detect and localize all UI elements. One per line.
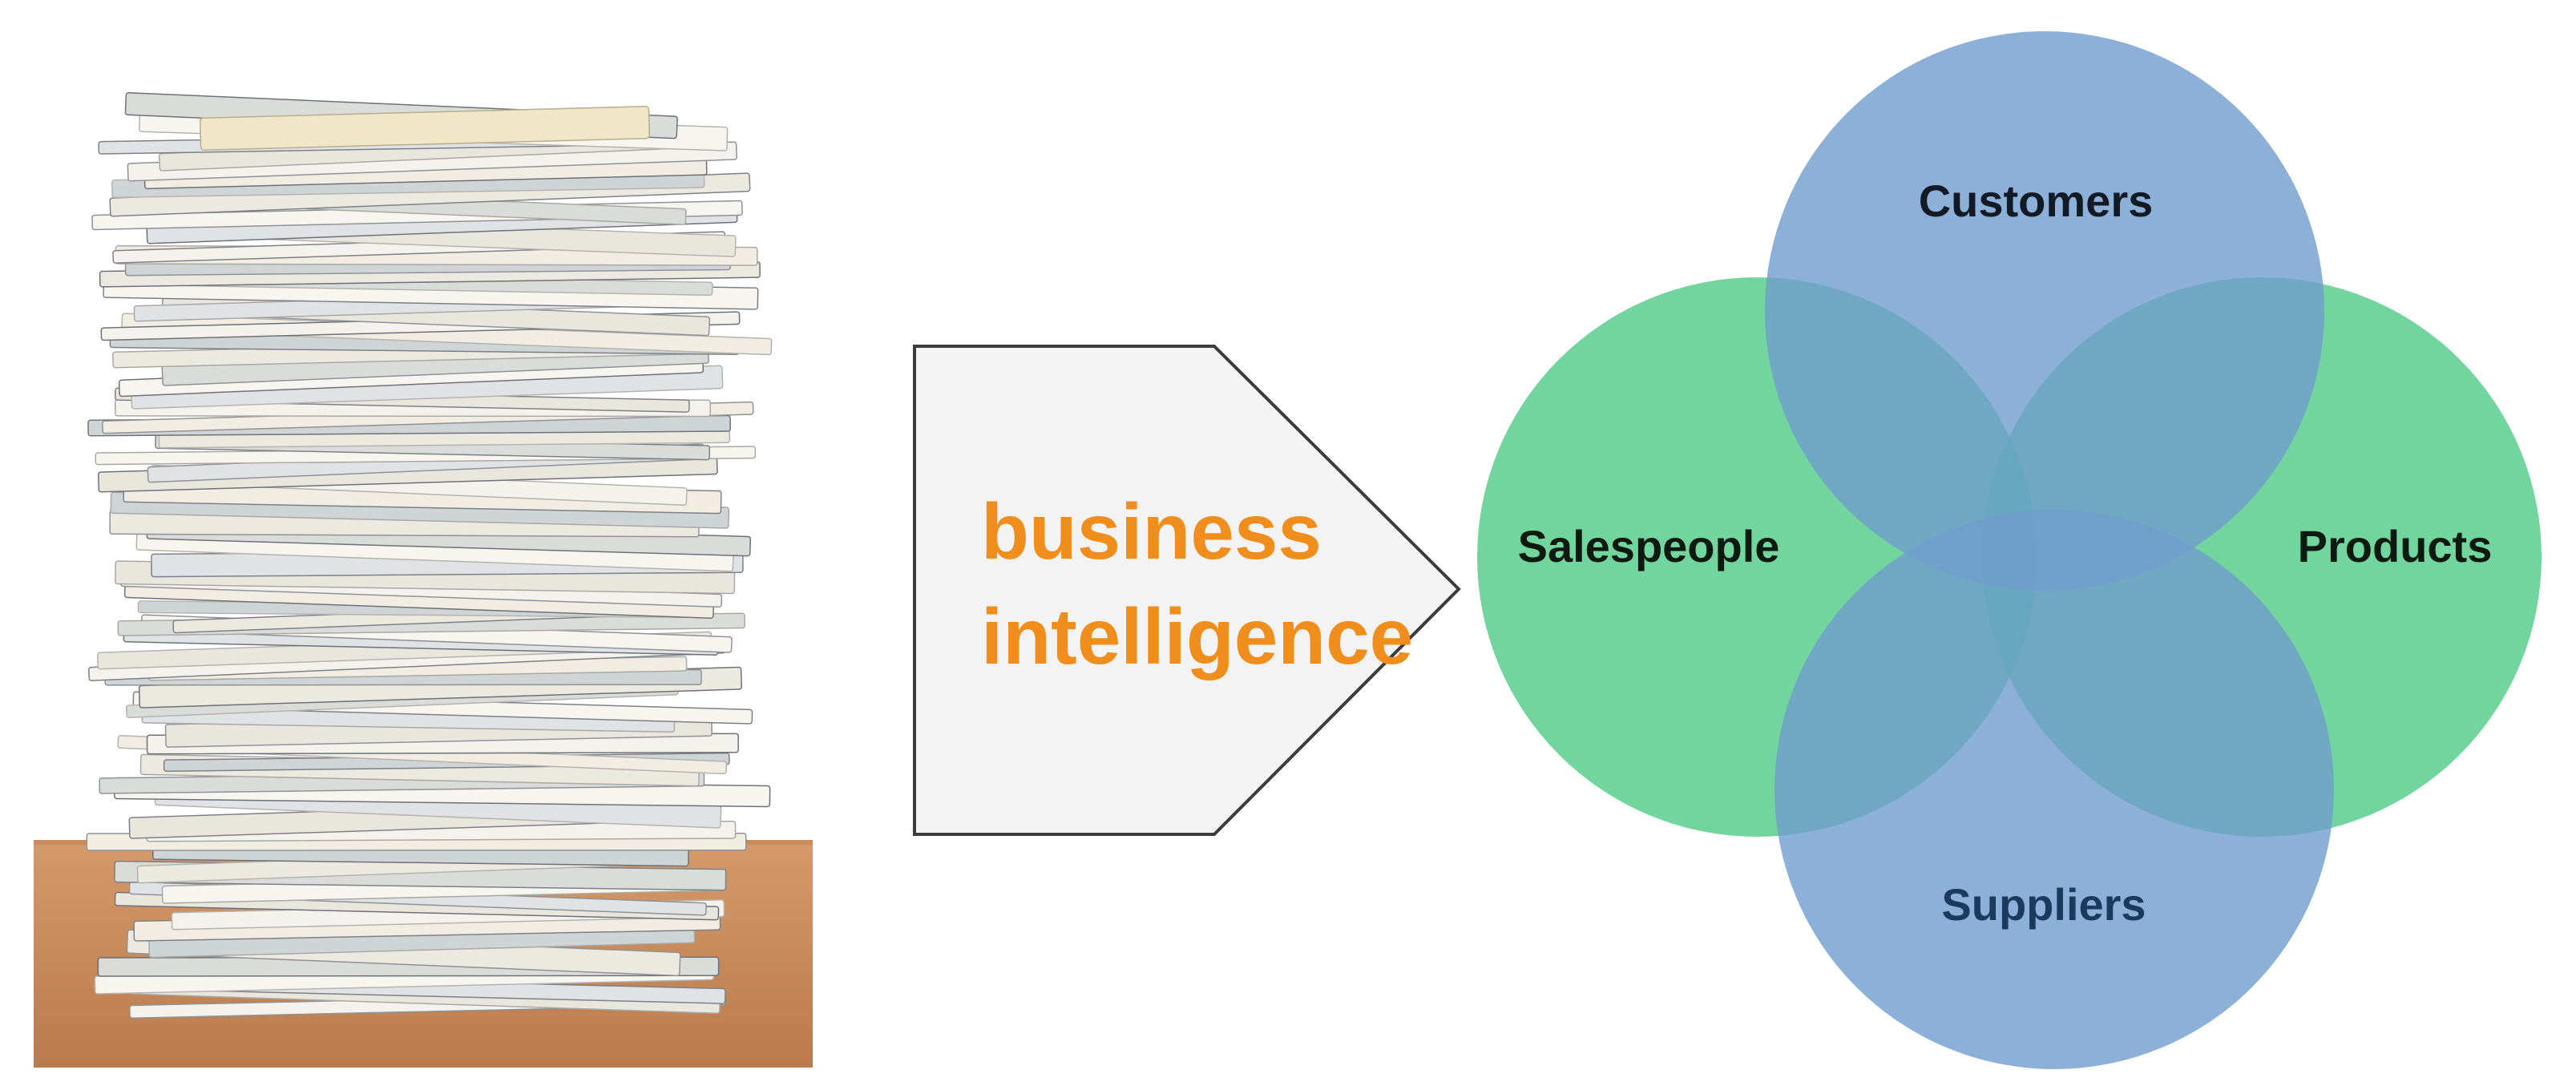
venn-label-salespeople: Salespeople [1518,521,1780,571]
process-arrow: business intelligence [913,345,1461,836]
arrow-shape [913,345,1461,836]
bi-label-line2: intelligence [981,592,1413,680]
venn-diagram: Customers Salespeople Products Suppliers [1477,31,2542,1069]
venn-label-products: Products [2298,521,2493,571]
paper-sheet-top [199,106,651,151]
venn-circle-customers [1765,31,2324,591]
venn-label-customers: Customers [1919,176,2154,226]
venn-label-suppliers: Suppliers [1941,879,2146,930]
paper-sheets [86,91,773,1019]
venn-circle-suppliers [1775,510,2334,1069]
bi-label-line1: business [981,487,1322,575]
paper-stack-image [34,91,813,1068]
